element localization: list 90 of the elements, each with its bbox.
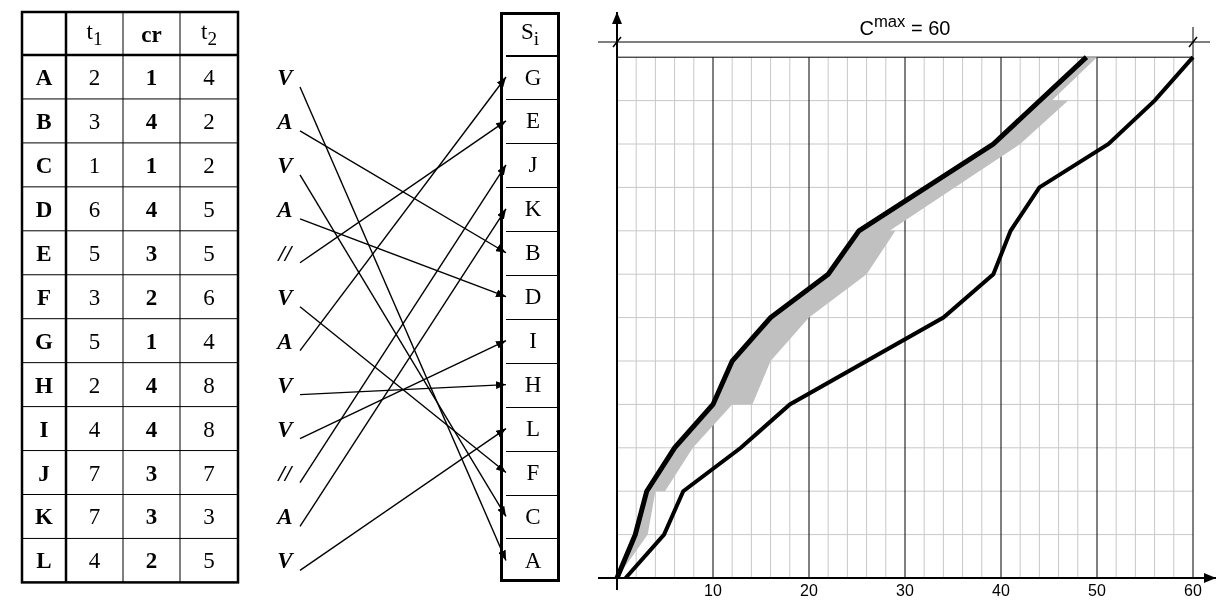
- sequence-cell: I: [506, 318, 560, 363]
- symbol-label: //: [270, 241, 300, 265]
- table-value: 4: [203, 329, 215, 353]
- symbol-label: V: [270, 285, 300, 309]
- sequence-cell: K: [506, 186, 560, 231]
- table-value: 4: [145, 197, 158, 221]
- table-value: 7: [88, 461, 101, 484]
- arrow: [299, 427, 507, 572]
- row-label: J: [38, 461, 50, 484]
- column-header: t$_{1}$: [86, 19, 103, 48]
- dimension-label: C$^{max}$ = 60: [859, 14, 951, 38]
- symbol-label: V: [270, 373, 300, 397]
- table-value: 2: [203, 109, 215, 133]
- table-value: 6: [203, 285, 215, 309]
- sequence-cell: B: [506, 230, 560, 275]
- table-value: 4: [88, 548, 101, 572]
- table-value: 3: [145, 461, 158, 484]
- row-label: A: [35, 65, 53, 89]
- symbol-label: //: [270, 461, 300, 484]
- axis-tick-label: 20: [800, 583, 818, 599]
- row-label: B: [36, 109, 52, 133]
- axis-tick-label: 10: [704, 583, 722, 599]
- table-value: 5: [88, 241, 101, 265]
- sequence-cell: G: [506, 55, 560, 99]
- row-label: F: [36, 285, 52, 309]
- column-header: t$_{2}$: [201, 19, 217, 48]
- table-value: 3: [88, 285, 101, 309]
- row-label: E: [36, 241, 52, 265]
- column-header: cr: [141, 22, 162, 45]
- column-header: S$_{i}$: [520, 19, 540, 48]
- table-value: 2: [145, 548, 158, 572]
- axis-tick-label: 60: [1184, 583, 1202, 599]
- table-value: 4: [145, 373, 158, 397]
- row-label: I: [39, 417, 49, 441]
- table-value: 5: [203, 241, 215, 265]
- table-value: 5: [203, 197, 215, 221]
- table-value: 4: [145, 417, 158, 441]
- table-value: 2: [145, 285, 158, 309]
- sequence-cell: F: [506, 450, 560, 495]
- table-value: 7: [203, 461, 215, 484]
- sequence-cell: H: [506, 362, 560, 407]
- table-value: 4: [88, 417, 101, 441]
- table-value: 1: [88, 153, 101, 177]
- table-value: 3: [145, 504, 158, 528]
- axis-tick-label: 50: [1088, 583, 1106, 599]
- table-value: 2: [88, 65, 101, 89]
- table-value: 3: [88, 109, 101, 133]
- arrow: [299, 76, 507, 352]
- arrow: [299, 339, 507, 440]
- sequence-cell: L: [506, 406, 560, 451]
- table-value: 6: [88, 197, 101, 221]
- table-value: 1: [145, 65, 158, 89]
- symbol-label: A: [270, 197, 300, 221]
- table-value: 5: [203, 548, 215, 572]
- sequence-cell: D: [506, 274, 560, 319]
- row-label: C: [35, 153, 53, 177]
- axis-tick-label: 30: [896, 583, 914, 599]
- symbol-label: V: [270, 548, 300, 572]
- table-value: 4: [203, 65, 215, 89]
- table-value: 3: [203, 504, 215, 528]
- table-value: 8: [203, 373, 215, 397]
- table-value: 5: [88, 329, 101, 353]
- sequence-cell: E: [506, 98, 560, 143]
- symbol-label: V: [270, 65, 300, 89]
- row-label: G: [35, 329, 53, 353]
- table-value: 7: [88, 504, 101, 528]
- table-value: 4: [145, 109, 158, 133]
- symbol-label: A: [270, 504, 300, 528]
- sequence-cell: A: [506, 538, 560, 583]
- table-value: 2: [203, 153, 215, 177]
- table-value: 8: [203, 417, 215, 441]
- sequence-cell: J: [506, 142, 560, 187]
- arrow: [299, 218, 507, 298]
- symbol-label: V: [270, 417, 300, 441]
- table-value: 2: [88, 373, 101, 397]
- symbol-label: V: [270, 153, 300, 177]
- sequence-cell: C: [506, 494, 560, 539]
- row-label: H: [35, 373, 53, 397]
- symbol-label: A: [270, 109, 300, 133]
- table-value: 1: [145, 153, 158, 177]
- axis-tick-label: 40: [992, 583, 1010, 599]
- arrow: [299, 86, 507, 562]
- arrow: [299, 381, 507, 396]
- row-label: K: [35, 504, 53, 528]
- row-label: L: [36, 548, 52, 572]
- arrow: [299, 306, 507, 474]
- table-value: 3: [145, 241, 158, 265]
- row-label: D: [35, 197, 53, 221]
- table-value: 1: [145, 329, 158, 353]
- symbol-label: A: [270, 329, 300, 353]
